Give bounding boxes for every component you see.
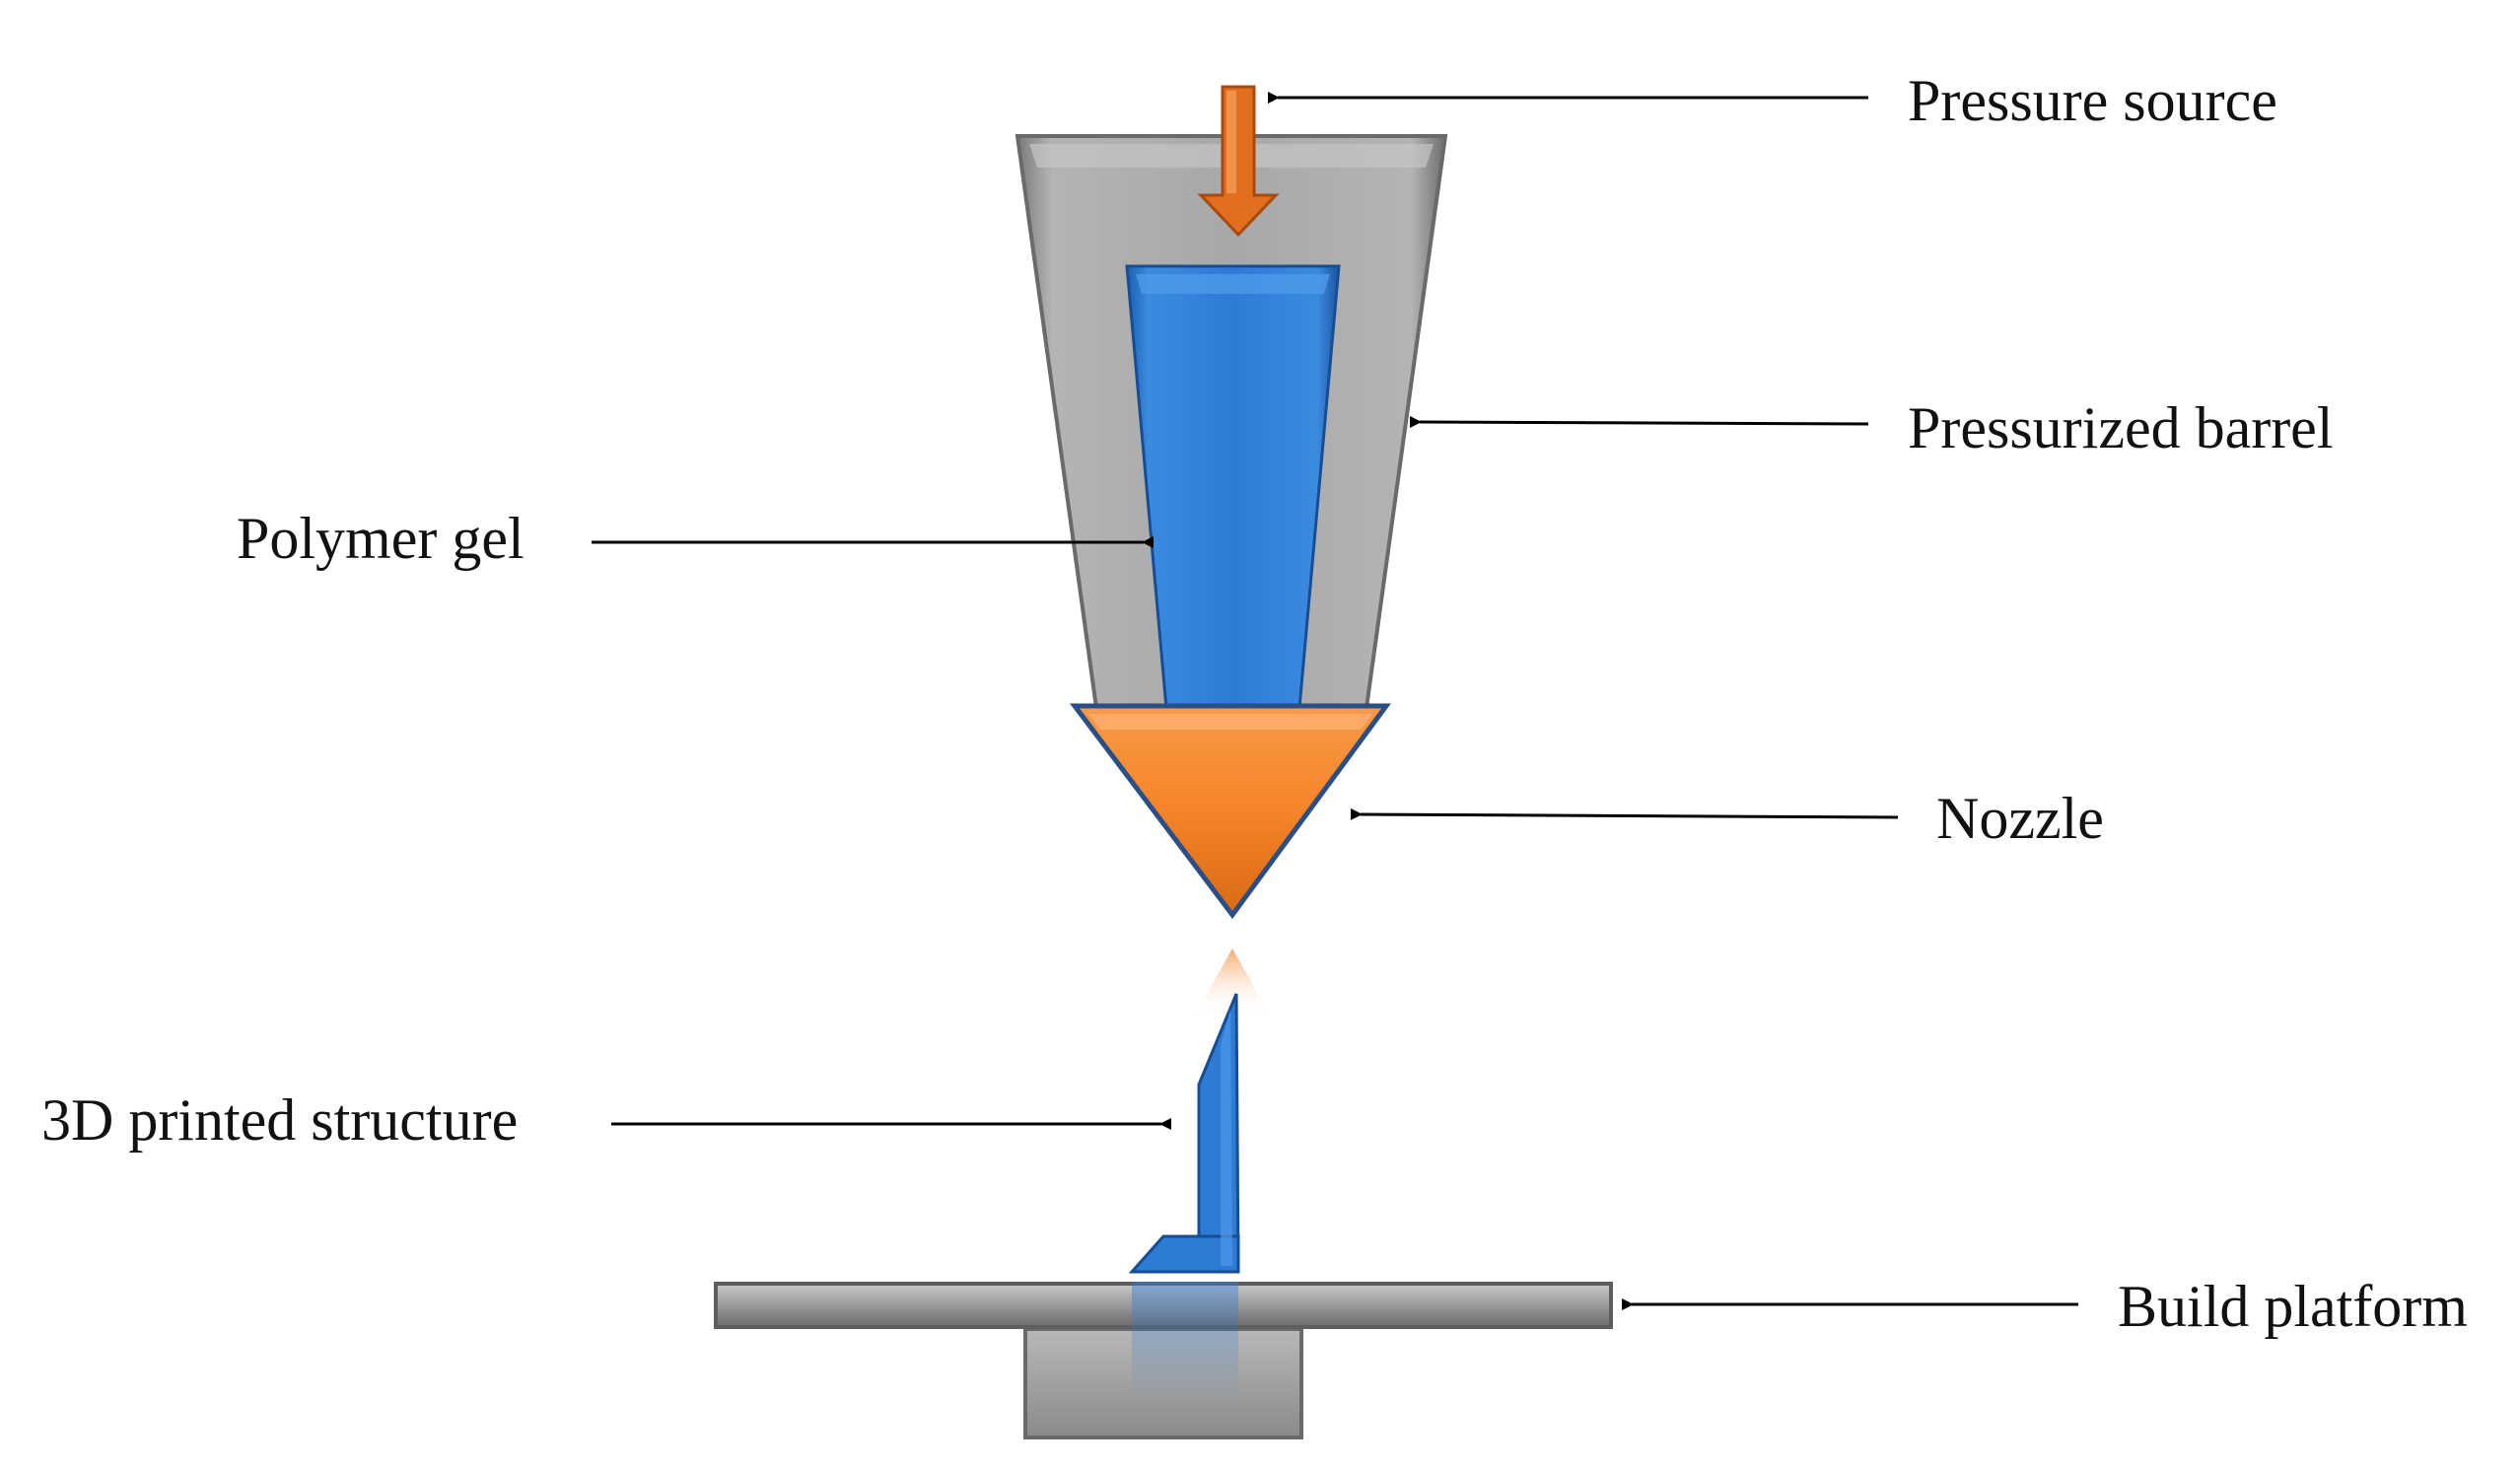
pressurized-barrel-label: Pressurized barrel xyxy=(1908,395,2333,460)
printed-structure xyxy=(1128,993,1240,1274)
pressure-source-arrow xyxy=(1197,85,1280,238)
pressure-source-label: Pressure source xyxy=(1908,68,2277,133)
printed-structure-label: 3D printed structure xyxy=(41,1087,518,1153)
build-platform-label: Build platform xyxy=(2118,1274,2468,1339)
barrel-leader xyxy=(1409,415,1869,428)
nozzle xyxy=(1069,703,1391,920)
extrusion-jet xyxy=(1195,948,1270,1016)
nozzle-label: Nozzle xyxy=(1936,786,2104,851)
nozzle-leader xyxy=(1350,807,1899,820)
polymer-gel-label: Polymer gel xyxy=(237,506,525,571)
build-platform xyxy=(714,1282,1613,1439)
